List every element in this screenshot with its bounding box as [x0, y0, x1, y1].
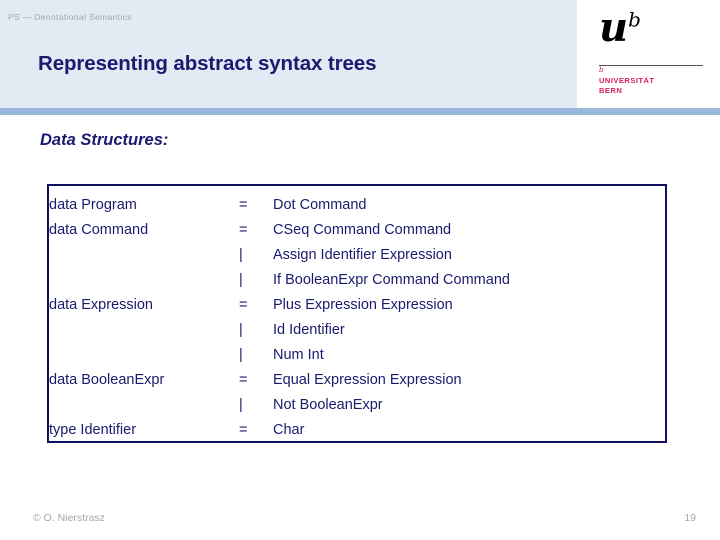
grammar-rhs: Num Int: [273, 347, 324, 363]
grammar-lhs: data Command: [49, 222, 149, 238]
grammar-rhs: Dot Command: [273, 197, 367, 213]
grammar-row: | If BooleanExpr Command Command: [49, 268, 665, 293]
grammar-lhs: type Identifier: [49, 422, 137, 438]
grammar-row: data Command = CSeq Command Command: [49, 218, 665, 243]
grammar-row: data BooleanExpr = Equal Expression Expres…: [49, 368, 665, 393]
header-background-band: [0, 0, 577, 108]
grammar-lhs: [49, 268, 239, 293]
grammar-lhs: [49, 343, 239, 368]
grammar-lhs: data Program: [49, 197, 137, 213]
grammar-operator: =: [239, 297, 248, 313]
logo-letter-u: u: [599, 4, 629, 51]
logo-divider-rule: [599, 65, 703, 66]
grammar-lhs: [49, 243, 239, 268]
grammar-row: | Id Identifier: [49, 318, 665, 343]
logo-university-line1: UNIVERSITÄT: [599, 76, 655, 85]
footer-page-number: 19: [684, 512, 696, 524]
grammar-row: | Not BooleanExpr: [49, 393, 665, 418]
grammar-row: | Assign Identifier Expression: [49, 243, 665, 268]
grammar-lhs: data BooleanExpr: [49, 372, 165, 388]
breadcrumb: PS — Denotational Semantics: [8, 12, 132, 22]
grammar-rhs: Plus Expression Expression: [273, 297, 453, 313]
footer-copyright: © O. Nierstrasz: [33, 512, 105, 524]
grammar-rhs: Not BooleanExpr: [273, 397, 383, 413]
grammar-rhs: Assign Identifier Expression: [273, 247, 452, 263]
grammar-lhs: [49, 318, 239, 343]
grammar-operator: |: [239, 397, 243, 413]
grammar-rhs: Char: [273, 422, 305, 438]
university-bern-logo: ub b UNIVERSITÄT BERN: [594, 8, 704, 100]
logo-wordmark-icon: ub: [599, 8, 641, 48]
grammar-rhs: Equal Expression Expression: [273, 372, 462, 388]
grammar-operator: =: [239, 222, 248, 238]
grammar-rhs: If BooleanExpr Command Command: [273, 272, 510, 288]
grammar-row: data Expression = Plus Expression Expressi…: [49, 293, 665, 318]
grammar-operator: =: [239, 197, 248, 213]
grammar-lhs: data Expression: [49, 297, 153, 313]
grammar-operator: =: [239, 422, 248, 438]
grammar-operator: |: [239, 347, 243, 363]
logo-university-name: UNIVERSITÄT BERN: [599, 76, 655, 96]
header-logo-background: [577, 0, 720, 108]
grammar-table-body: data Program = Dot Command data Command = CSe…: [49, 193, 665, 443]
grammar-rhs: CSeq Command Command: [273, 222, 452, 238]
grammar-rhs: Id Identifier: [273, 322, 345, 338]
section-heading: Data Structures:: [40, 131, 169, 149]
code-block: data Program = Dot Command data Command = CSe…: [47, 184, 667, 443]
grammar-operator: |: [239, 272, 243, 288]
grammar-row: data Program = Dot Command: [49, 193, 665, 218]
grammar-operator: |: [239, 247, 243, 263]
logo-university-line2: BERN: [599, 86, 623, 95]
logo-small-b: b: [599, 66, 604, 74]
grammar-lhs: [49, 393, 239, 418]
header-divider-rule: [0, 108, 720, 115]
grammar-table: data Program = Dot Command data Command = CSe…: [49, 193, 665, 443]
grammar-operator: |: [239, 322, 243, 338]
page-title: Representing abstract syntax trees: [38, 52, 377, 75]
grammar-row: | Num Int: [49, 343, 665, 368]
grammar-operator: =: [239, 372, 248, 388]
grammar-row: type Identifier = Char: [49, 418, 665, 443]
logo-letter-b-superscript: b: [628, 7, 641, 32]
